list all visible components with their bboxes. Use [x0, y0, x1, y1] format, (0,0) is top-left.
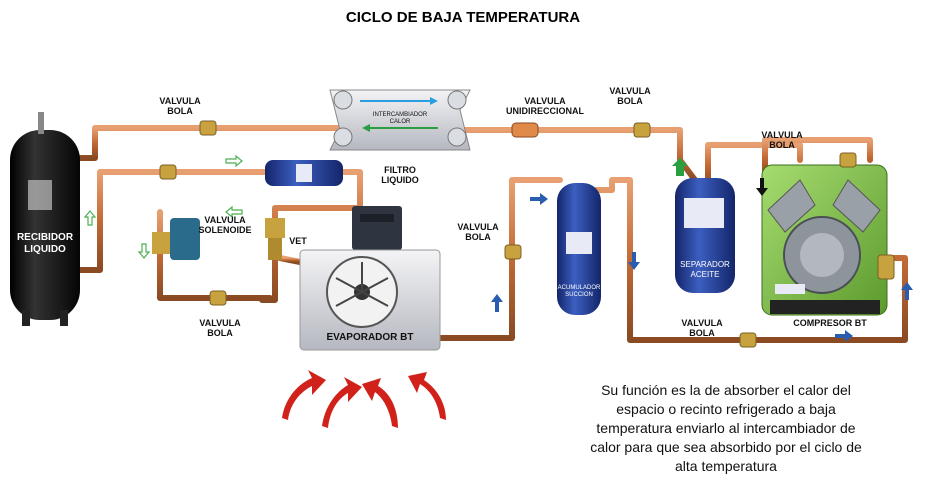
ball-valve-label-1-line2: BOLA: [167, 106, 193, 116]
ball-valve-label-4-line1: VALVULA: [457, 222, 499, 232]
solenoid-label: VALVULA SOLENOIDE: [195, 215, 255, 235]
description-line2: espacio o recinto refrigerado a baja: [616, 401, 836, 417]
ball-valve-label-5: VALVULA BOLA: [190, 318, 250, 338]
receiver-label-line2: LIQUIDO: [24, 244, 66, 255]
description-line3: temperatura enviarlo al intercambiador d…: [596, 420, 856, 436]
pipe-receiver-to-exchanger: [77, 125, 343, 161]
diagram-title: CICLO DE BAJA TEMPERATURA: [345, 9, 581, 26]
ball-valve-label-5-line2: BOLA: [207, 328, 233, 338]
separator-label-line2: ACEITE: [690, 270, 720, 279]
pipe-evaporator-to-accumulator: [437, 177, 563, 341]
heat-exchanger: [329, 89, 471, 151]
check-valve-label: VALVULA UNIDIRECCIONAL: [495, 96, 595, 116]
pipe-exchanger-to-separator: [457, 127, 698, 183]
receiver-tank: [10, 112, 80, 326]
flow-arrow-blue-3: [628, 252, 640, 270]
flow-arrow-up-separator: [672, 158, 688, 176]
liquid-filter: [265, 160, 343, 186]
accumulator-label-line1: ACUMULADOR: [557, 285, 601, 291]
check-valve-label-line2: UNIDIRECCIONAL: [506, 106, 584, 116]
ball-valve-5: [633, 122, 651, 138]
air-flow-arrows: [282, 370, 446, 428]
exchanger-label-line1: INTERCAMBIADOR: [372, 112, 428, 118]
description-line4: calor para que sea absorbido por el cicl…: [590, 439, 862, 455]
pipe-accumulator-to-compressor: [593, 177, 908, 343]
flow-arrow-blue-1: [530, 193, 548, 205]
function-description: Su función es la de absorber el calor de…: [548, 381, 904, 476]
compressor: [761, 164, 888, 316]
evaporator-unit: [299, 249, 441, 351]
suction-accumulator: [557, 183, 601, 315]
flow-arrow-green-3: [83, 210, 97, 226]
exchanger-label-line2: CALOR: [389, 119, 411, 125]
ball-valve-label-1: VALVULA BOLA: [150, 96, 210, 116]
ball-valve-label-3-line1: VALVULA: [761, 130, 803, 140]
ball-valve-label-2-line2: BOLA: [617, 96, 643, 106]
ball-valve-7: [839, 152, 857, 168]
check-valve: [511, 122, 539, 138]
separator-label: SEPARADOR ACEITE: [675, 260, 735, 280]
ball-valve-2: [159, 164, 177, 180]
vet-label: VET: [289, 236, 307, 246]
separator-label-line1: SEPARADOR: [680, 260, 730, 269]
pipe-discharge-to-separator: [705, 142, 803, 188]
air-arrow-2: [322, 377, 362, 428]
ball-valve-label-3-line2: BOLA: [769, 140, 795, 150]
description-line5: alta temperatura: [675, 458, 777, 474]
ball-valve-label-2: VALVULA BOLA: [600, 86, 660, 106]
filter-label-line2: LIQUIDO: [381, 175, 419, 185]
receiver-label: RECIBIDOR LIQUIDO: [10, 232, 80, 256]
flow-arrow-green-1: [225, 154, 243, 168]
flow-arrows: [83, 154, 913, 342]
ball-valve-label-4-line2: BOLA: [465, 232, 491, 242]
filter-label-line1: FILTRO: [384, 165, 416, 175]
ball-valve-6: [739, 332, 757, 348]
flow-arrow-blue-2: [491, 294, 503, 312]
pipe-vet-to-evaporator: [277, 255, 303, 265]
ball-valve-label-3: VALVULA BOLA: [752, 130, 812, 150]
ball-valve-label-4: VALVULA BOLA: [448, 222, 508, 242]
description-line1: Su función es la de absorber el calor de…: [601, 382, 851, 398]
expansion-valve: [265, 218, 285, 260]
solenoid-valve: [152, 218, 200, 260]
ball-valve-label-6-line2: BOLA: [689, 328, 715, 338]
oil-separator: [675, 178, 735, 293]
ball-valve-label-2-line1: VALVULA: [609, 86, 651, 96]
check-valve-label-line1: VALVULA: [524, 96, 566, 106]
flow-arrow-black: [756, 178, 768, 196]
ball-valve-label-1-line1: VALVULA: [159, 96, 201, 106]
ball-valve-4: [504, 244, 522, 260]
controller-box: [352, 206, 402, 250]
solenoid-label-line1: VALVULA: [204, 215, 246, 225]
flow-arrow-green-2: [225, 205, 243, 219]
exchanger-label: INTERCAMBIADOR CALOR: [352, 112, 448, 126]
air-arrow-3: [362, 378, 398, 428]
ball-valves: [159, 120, 895, 348]
ball-valve-label-6: VALVULA BOLA: [672, 318, 732, 338]
air-arrow-1: [282, 370, 326, 420]
ball-valve-3: [209, 290, 227, 306]
ball-valve-1: [199, 120, 217, 136]
ball-valve-label-5-line1: VALVULA: [199, 318, 241, 328]
air-arrow-4: [408, 372, 446, 420]
accumulator-label: ACUMULADOR SUCCION: [553, 285, 605, 299]
filter-label: FILTRO LIQUIDO: [370, 165, 430, 185]
flow-arrow-blue-4: [835, 330, 853, 342]
ball-valve-label-6-line1: VALVULA: [681, 318, 723, 328]
pipe-filter-to-vet: [259, 169, 363, 303]
solenoid-label-line2: SOLENOIDE: [198, 225, 252, 235]
pipe-liquid-to-filter: [77, 169, 273, 273]
flow-arrow-green-4: [137, 243, 151, 259]
accumulator-label-line2: SUCCION: [565, 292, 593, 298]
flow-arrow-blue-5: [901, 282, 913, 300]
ball-valve-8: [877, 254, 895, 280]
compressor-label: COMPRESOR BT: [793, 318, 867, 328]
receiver-label-line1: RECIBIDOR: [16, 232, 74, 243]
evaporator-label: EVAPORADOR BT: [326, 332, 414, 343]
